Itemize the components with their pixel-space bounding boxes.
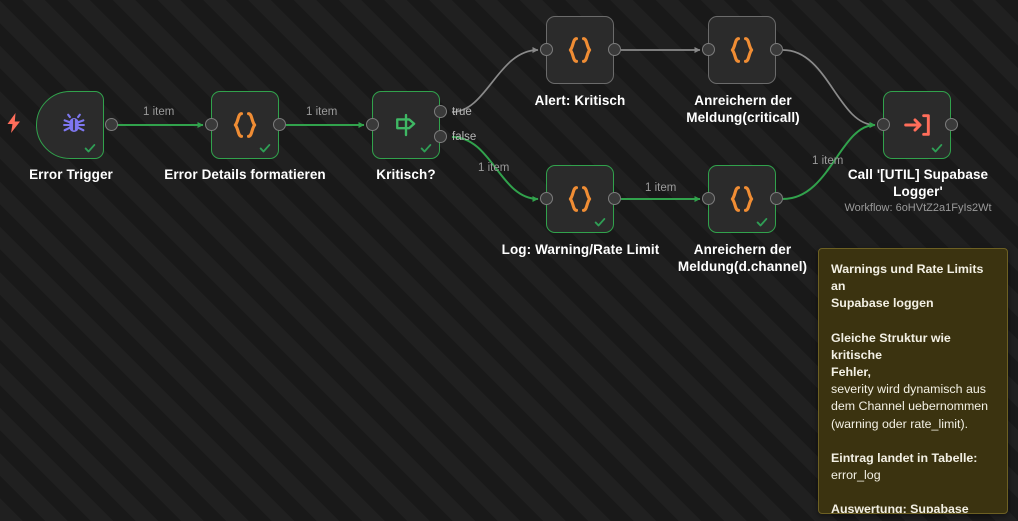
check-icon <box>931 144 943 153</box>
node-alert-kritisch[interactable] <box>546 16 614 84</box>
edge-label-items-4: 1 item <box>645 182 677 194</box>
node-label-call-supabase-logger: Call '[UTIL] Supabase Logger' <box>847 167 989 199</box>
code-braces-icon <box>547 166 613 232</box>
check-icon <box>756 218 768 227</box>
sticky-note-spacer <box>831 484 995 501</box>
port-output-kritisch-false[interactable] <box>434 130 447 143</box>
port-input-log-warning-rate-limit[interactable] <box>540 192 553 205</box>
node-label-anreichern-criticall: Anreichern der Meldung(criticall) <box>686 93 800 125</box>
port-input-anreichern-d-channel[interactable] <box>702 192 715 205</box>
bug-icon <box>37 92 103 158</box>
port-label-false: false <box>452 131 477 143</box>
port-output-anreichern-criticall[interactable] <box>770 43 783 56</box>
node-kritisch[interactable] <box>372 91 440 159</box>
node-label-kritisch: Kritisch? <box>376 167 436 182</box>
port-input-anreichern-criticall[interactable] <box>702 43 715 56</box>
node-log-warning-rate-limit[interactable] <box>546 165 614 233</box>
node-label-alert-kritisch: Alert: Kritisch <box>534 93 626 108</box>
sticky-note-line: severity wird dynamisch aus <box>831 382 986 397</box>
sticky-note-line: (warning oder rate_limit). <box>831 416 969 431</box>
sticky-note-line: dem Channel uebernommen <box>831 399 989 414</box>
port-output-error-details-formatieren[interactable] <box>273 118 286 131</box>
edge-label-items-5: 1 item <box>812 155 844 167</box>
code-braces-icon <box>709 17 775 83</box>
sticky-note-spacer <box>831 433 995 450</box>
check-icon <box>420 144 432 153</box>
sticky-note[interactable]: Warnings und Rate Limits an Supabase logg… <box>818 248 1008 514</box>
node-error-trigger[interactable] <box>36 91 104 159</box>
edge-label-items-1: 1 item <box>143 106 175 118</box>
lightning-bolt-icon <box>7 113 20 133</box>
port-input-call-supabase-logger[interactable] <box>877 118 890 131</box>
code-braces-icon <box>547 17 613 83</box>
edge-label-items-2: 1 item <box>306 106 338 118</box>
node-label-error-details-formatieren: Error Details formatieren <box>164 167 326 182</box>
port-input-error-details-formatieren[interactable] <box>205 118 218 131</box>
check-icon <box>594 218 606 227</box>
sticky-note-line: Gleiche Struktur wie kritische <box>831 330 951 362</box>
node-anreichern-d-channel[interactable] <box>708 165 776 233</box>
code-braces-icon <box>709 166 775 232</box>
execute-workflow-icon <box>884 92 950 158</box>
sticky-note-line: Supabase loggen <box>831 296 934 311</box>
node-label-error-trigger: Error Trigger <box>29 167 113 182</box>
port-output-error-trigger[interactable] <box>105 118 118 131</box>
signpost-icon <box>373 92 439 158</box>
port-output-log-warning-rate-limit[interactable] <box>608 192 621 205</box>
node-label-anreichern-d-channel: Anreichern der Meldung(d.channel) <box>677 242 808 274</box>
sticky-note-line: Eintrag landet in Tabelle: <box>831 450 978 465</box>
port-output-kritisch-true[interactable] <box>434 105 447 118</box>
sticky-note-line: error_log <box>831 468 881 483</box>
node-error-details-formatieren[interactable] <box>211 91 279 159</box>
node-sublabel-call-supabase-logger: Workflow: 6oHVtZ2a1FyIs2Wt <box>844 202 992 214</box>
node-label-log-warning-rate-limit: Log: Warning/Rate Limit <box>501 242 660 257</box>
sticky-note-spacer <box>831 313 995 330</box>
check-icon <box>259 144 271 153</box>
sticky-note-line: Fehler, <box>831 365 871 380</box>
port-output-alert-kritisch[interactable] <box>608 43 621 56</box>
port-label-true: true <box>452 106 472 118</box>
code-braces-icon <box>212 92 278 158</box>
port-output-call-supabase-logger[interactable] <box>945 118 958 131</box>
sticky-note-line: Auswertung: Supabase View <box>831 502 969 514</box>
check-icon <box>84 144 96 153</box>
port-output-anreichern-d-channel[interactable] <box>770 192 783 205</box>
edge-label-items-3: 1 item <box>478 162 510 174</box>
port-input-kritisch[interactable] <box>366 118 379 131</box>
port-input-alert-kritisch[interactable] <box>540 43 553 56</box>
node-anreichern-criticall[interactable] <box>708 16 776 84</box>
sticky-note-line: Warnings und Rate Limits an <box>831 262 984 294</box>
node-call-supabase-logger[interactable] <box>883 91 951 159</box>
